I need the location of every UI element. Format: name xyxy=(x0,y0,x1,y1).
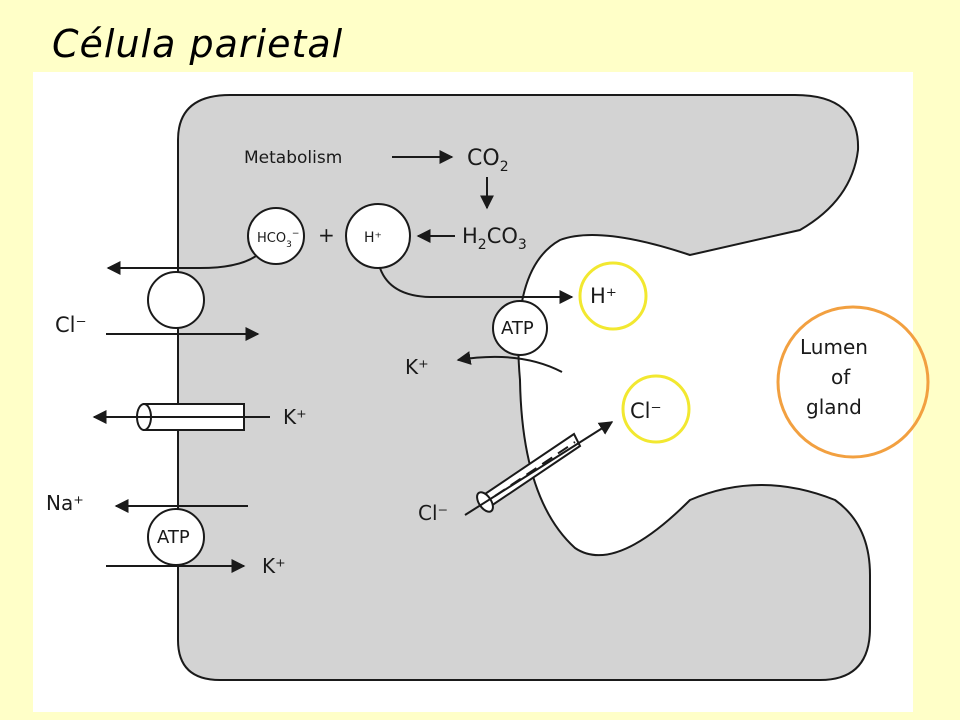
h-inner-label: H⁺ xyxy=(364,230,382,246)
anion-exchanger xyxy=(147,271,205,329)
na-basal-label: Na⁺ xyxy=(46,491,84,515)
h-lumen-highlight xyxy=(578,261,648,331)
k-apical-arrow xyxy=(456,351,563,373)
hco3-label: HCO3− xyxy=(257,229,299,250)
co2-label: CO2 xyxy=(467,146,509,175)
lumen-label-line2: of xyxy=(831,365,851,389)
lumen-highlight xyxy=(776,305,930,459)
cl-apical-arrow xyxy=(464,421,614,516)
slide-title: Célula parietal xyxy=(52,22,344,66)
lumen-label-line1: Lumen xyxy=(800,335,868,359)
atp-apical-label: ATP xyxy=(501,318,534,339)
h-secretion-arrow xyxy=(379,267,574,304)
k-channel-label: K⁺ xyxy=(283,405,307,429)
hco3-circle xyxy=(247,207,305,265)
k-apical-label: K⁺ xyxy=(405,355,429,379)
metabolism-label: Metabolism xyxy=(244,148,342,168)
atp-pump-apical xyxy=(492,300,548,356)
h2co3-label: H2CO3 xyxy=(462,224,527,253)
plus-sign: + xyxy=(318,223,335,247)
cl-lumen-label: Cl⁻ xyxy=(630,399,662,423)
h-lumen-label: H⁺ xyxy=(590,284,617,308)
atp-basal-label: ATP xyxy=(157,527,190,548)
cell-body xyxy=(177,94,871,681)
cl-lumen-highlight xyxy=(621,374,691,444)
k-basal-label: K⁺ xyxy=(262,554,286,578)
lumen-label-line3: gland xyxy=(806,395,862,419)
cl-apical-label: Cl⁻ xyxy=(418,501,448,525)
h-circle xyxy=(345,203,411,269)
cl-basal-label: Cl⁻ xyxy=(55,313,87,337)
hco3-efflux-arrow xyxy=(106,255,257,275)
